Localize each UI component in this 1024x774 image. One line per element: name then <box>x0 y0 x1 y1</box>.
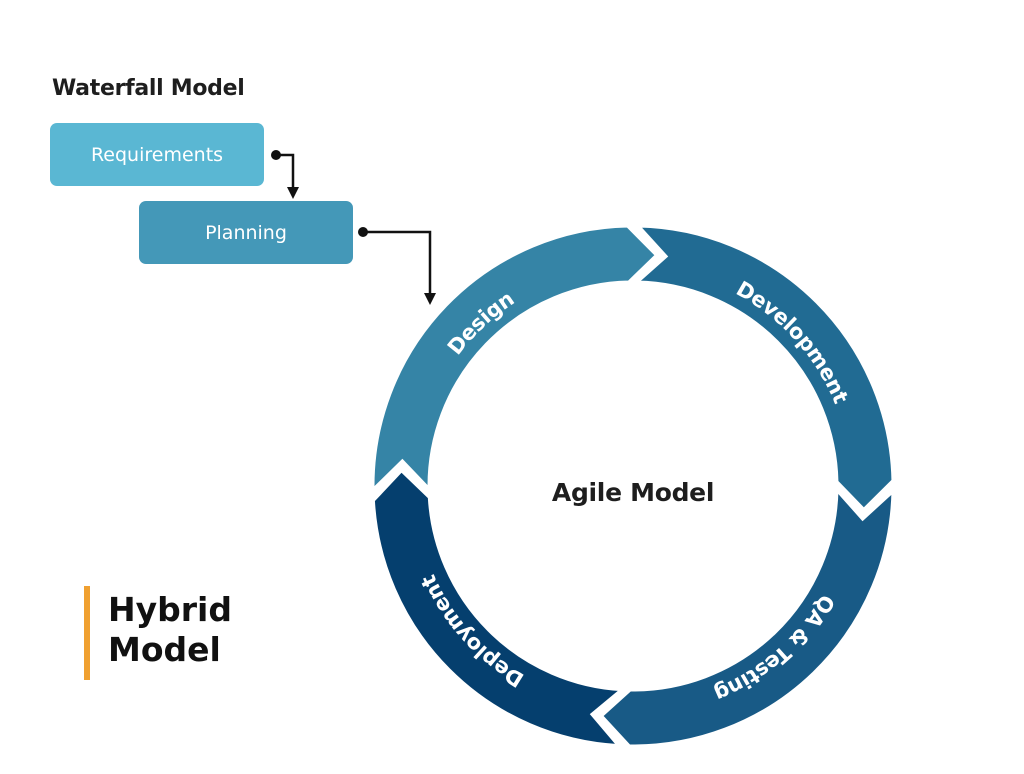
agile-segment-deployment <box>371 468 626 748</box>
connector-line <box>276 153 295 192</box>
agile-model-title: Agile Model <box>551 478 715 507</box>
connector-line <box>363 230 432 298</box>
agile-segment-qa-testing <box>599 486 895 748</box>
agile-segment-design <box>371 224 659 494</box>
hybrid-title-line1: Hybrid <box>108 590 232 629</box>
agile-segment-development <box>633 224 895 512</box>
arrow-head-icon <box>287 187 299 199</box>
connector-planning-to-agile <box>358 227 436 305</box>
hybrid-title-line2: Model <box>108 630 221 669</box>
waterfall-title: Waterfall Model <box>52 76 245 101</box>
waterfall-step-label: Requirements <box>90 143 224 166</box>
connector-requirements-to-planning <box>271 150 299 199</box>
waterfall-step-label: Planning <box>205 221 287 244</box>
waterfall-step-requirements: Requirements <box>50 123 264 186</box>
arrow-head-icon <box>424 293 436 305</box>
hybrid-accent-bar <box>84 586 90 680</box>
agile-cycle-ring <box>371 224 895 748</box>
hybrid-model-title: Hybrid Model <box>108 590 308 670</box>
waterfall-step-planning: Planning <box>139 201 353 264</box>
